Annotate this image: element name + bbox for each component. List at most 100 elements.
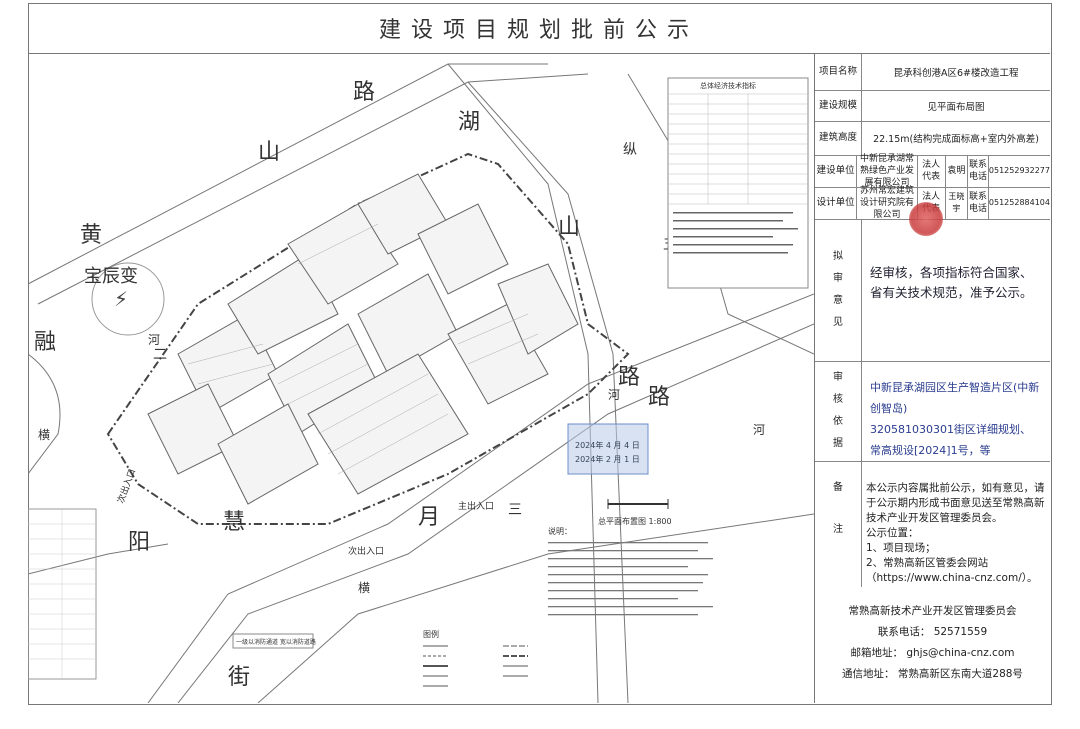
road-label-er: 二 <box>153 347 167 363</box>
substation-label: 宝辰变 <box>84 266 138 287</box>
project-name-row: 项目名称 昆承科创港A区6#楼改造工程 <box>815 54 1050 91</box>
road-label-zong: 纵 <box>623 142 637 158</box>
remarks-label-1: 备 <box>833 482 843 493</box>
scale-row: 建设规模 见平面布局图 <box>815 90 1050 122</box>
builder-label: 建设单位 <box>815 155 858 187</box>
builder-tel: 051252932277 <box>988 166 1050 175</box>
contact-block: 常熟高新技术产业开发区管理委员会 联系电话： 52571559 邮箱地址： gh… <box>815 601 1050 685</box>
notes-lines <box>548 542 713 616</box>
builder-row: 建设单位 中新昆承湖常熟绿色产业发展有限公司 法人代表 袁明 联系电话 0512… <box>815 154 1050 188</box>
road-label-yue: 月 <box>418 505 440 530</box>
remarks-location-url: （https://www.china-cnz.com/）。 <box>866 572 1038 584</box>
basis-row: 审 核 依 据 中新昆承湖园区生产智造片区(中新创智岛) 32058103030… <box>815 361 1050 462</box>
designer-tel-label: 联系电话 <box>968 187 989 219</box>
designer-rep: 王晓宇 <box>946 187 969 219</box>
tech-table-rows <box>668 93 808 205</box>
opinion-row: 拟 审 意 见 经审核，各项指标符合国家、省有关技术规范，准予公示。 <box>815 219 1050 362</box>
notes-title: 说明： <box>548 526 572 536</box>
builder-tel-label: 联系电话 <box>968 155 989 187</box>
remarks-location-title: 公示位置： <box>866 527 919 539</box>
road-label-lu-mid: 路 <box>648 385 670 410</box>
scale-title: 总平面布置图 1:800 <box>598 516 672 526</box>
opinion-text: 经审核，各项指标符合国家、省有关技术规范，准予公示。 <box>870 265 1033 300</box>
lightning-icon: ⚡ <box>114 287 128 311</box>
road-label-yang: 阳 <box>128 530 150 555</box>
road-label-hu: 湖 <box>458 110 480 135</box>
remarks-divider <box>861 461 862 581</box>
substation-circle <box>91 262 165 336</box>
stamp-date-2: 2024年 2 月 1 日 <box>575 454 640 464</box>
blue-stamp <box>567 423 649 475</box>
legend-symbols <box>423 645 528 687</box>
road-lines <box>28 63 814 703</box>
road-label-lu-top: 路 <box>353 80 375 105</box>
designer-label: 设计单位 <box>815 187 858 219</box>
contact-phone: 联系电话： 52571559 <box>877 626 988 638</box>
opinion-label-3: 意 <box>833 295 843 306</box>
basis-label: 审 核 依 据 <box>815 361 862 461</box>
scale-bar <box>607 499 669 509</box>
page-title: 建设项目规划批前公示 <box>28 3 1050 54</box>
designer-tel: 051252884104 <box>988 198 1050 207</box>
project-name-value: 昆承科创港A区6#楼改造工程 <box>893 68 1019 79</box>
project-name-label: 项目名称 <box>815 54 862 90</box>
remarks-row: 备 注 本公示内容属批前公示，如有意见，请于公示期内形成书面意见送至常熟高新技术… <box>815 461 1050 703</box>
secondary-entrance-label-2: 次出入口 <box>115 467 139 505</box>
basis-text: 中新昆承湖园区生产智造片区(中新创智岛) 320581030301街区详细规划、… <box>862 361 1050 461</box>
basis-label-3: 依 <box>833 416 843 427</box>
stamp-date-1: 2024年 4 月 4 日 <box>575 440 640 450</box>
builder-value: 中新昆承湖常熟绿色产业发展有限公司 <box>857 154 918 188</box>
road-label-hui: 慧 <box>223 510 245 535</box>
scale-value: 见平面布局图 <box>927 101 985 113</box>
legend-title: 图例 <box>423 629 439 639</box>
contact-address: 通信地址： 常熟高新区东南大道288号 <box>842 668 1023 680</box>
tech-indicator-table <box>667 77 809 289</box>
secondary-entrance-label: 次出入口 <box>348 545 384 557</box>
remarks-location-2: 2、常熟高新区管委会网站 <box>866 557 989 569</box>
basis-line-1: 中新昆承湖园区生产智造片区(中新创智岛) <box>870 381 1040 415</box>
building-grid <box>187 223 539 475</box>
road-label-san: 三 <box>508 502 522 518</box>
opinion-label-4: 见 <box>833 317 843 328</box>
basis-line-2: 320581030301街区详细规划、 <box>870 423 1031 436</box>
remarks-label-2: 注 <box>833 524 843 535</box>
road-label-shan-2: 山 <box>558 215 580 240</box>
basis-label-2: 核 <box>833 394 843 405</box>
site-plan-drawing: ⚡ 路 山 黄 湖 纵 山 五 融 河 路 路 横 横 阳 慧 月 街 三 二 … <box>28 54 815 703</box>
opinion-label-2: 审 <box>833 273 843 284</box>
org-name: 常熟高新技术产业开发区管理委员会 <box>848 605 1017 617</box>
basis-label-1: 审 <box>833 372 843 383</box>
fire-lane-note-box <box>232 633 314 649</box>
building-blocks <box>147 173 579 505</box>
info-panel: 项目名称 昆承科创港A区6#楼改造工程 建设规模 见平面布局图 建筑高度 22.… <box>815 54 1050 703</box>
scale-label: 建设规模 <box>815 90 862 121</box>
remarks-text-block: 本公示内容属批前公示，如有意见，请于公示期内形成书面意见送至常熟高新技术产业开发… <box>862 461 1050 703</box>
red-seal-stamp <box>909 202 943 236</box>
remarks-label: 备 注 <box>815 461 862 587</box>
opinion-label: 拟 审 意 见 <box>815 219 862 361</box>
builder-rep-label: 法人代表 <box>918 155 946 187</box>
opinion-label-1: 拟 <box>833 251 843 262</box>
road-label-jie: 街 <box>228 665 250 690</box>
basis-label-4: 据 <box>833 438 843 449</box>
road-label-he-2: 河 <box>608 388 620 402</box>
coordinate-table-rows <box>28 509 96 679</box>
tech-table-title: 总体经济技术指标 <box>700 81 756 90</box>
height-value: 22.15m(结构完成面标高+室内外高差) <box>873 134 1039 145</box>
road-label-rong: 融 <box>34 330 56 355</box>
road-label-shan: 山 <box>258 140 280 165</box>
tech-table-notes <box>673 212 798 254</box>
basis-line-3: 常高规设[2024]1号，等 <box>870 444 991 457</box>
remarks-location-1: 1、项目现场； <box>866 542 936 554</box>
fire-lane-note: 一级以消防通道 宽以消防道路 <box>236 638 316 646</box>
road-label-huang: 黄 <box>80 223 102 248</box>
road-label-heng: 横 <box>38 428 50 442</box>
road-label-heng-2: 横 <box>358 581 370 595</box>
remarks-text: 本公示内容属批前公示，如有意见，请于公示期内形成书面意见送至常熟高新技术产业开发… <box>866 482 1045 524</box>
road-label-lu-mid2: 路 <box>618 365 640 390</box>
main-entrance-label: 主出入口 <box>458 500 494 512</box>
height-label: 建筑高度 <box>815 121 862 155</box>
site-plan-svg: ⚡ 路 山 黄 湖 纵 山 五 融 河 路 路 横 横 阳 慧 月 街 三 二 … <box>28 63 814 703</box>
builder-rep: 袁明 <box>946 155 969 187</box>
road-label-he-3: 河 <box>753 423 765 437</box>
